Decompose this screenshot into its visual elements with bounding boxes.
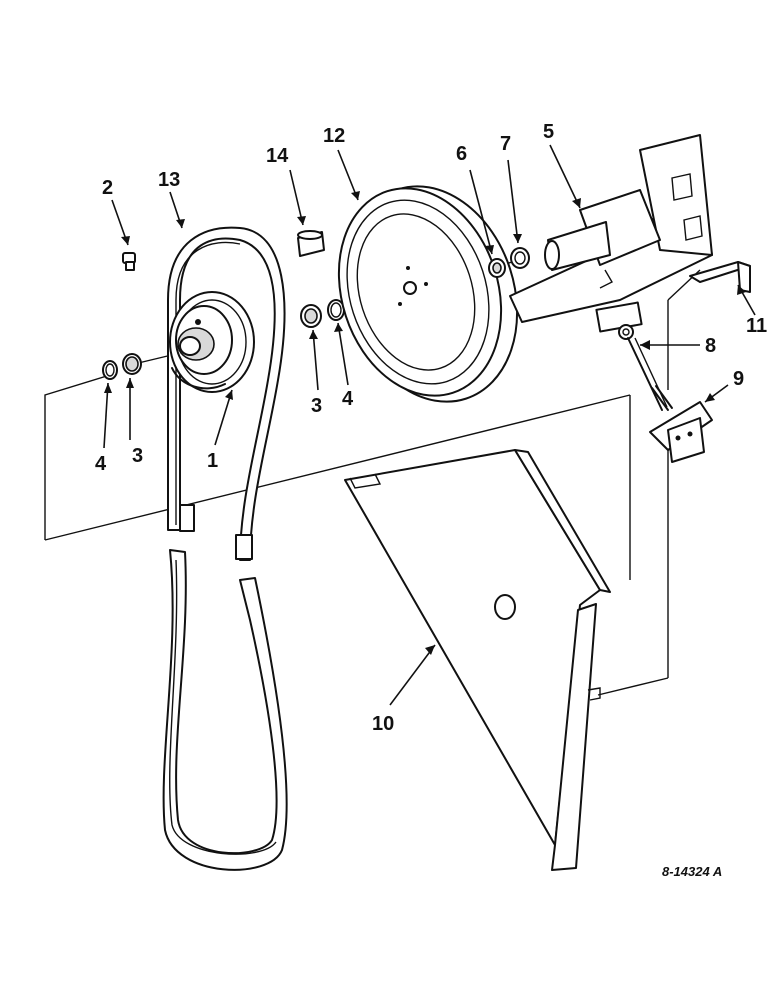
callout-10: 10 [372, 713, 394, 735]
bearing-set-left [102, 353, 142, 380]
callout-14: 14 [266, 145, 289, 167]
callout-12: 12 [323, 125, 345, 147]
callout-7: 7 [500, 133, 511, 155]
washers [488, 247, 530, 278]
callout-4-right: 4 [342, 388, 354, 410]
callout-2: 2 [102, 177, 113, 199]
drive-pulley [169, 291, 255, 393]
spacer-sleeve [297, 230, 325, 257]
callout-4-left: 4 [95, 453, 107, 475]
v-belt [162, 226, 288, 871]
callout-6: 6 [456, 143, 467, 165]
callout-8: 8 [705, 335, 716, 357]
callout-11: 11 [746, 315, 767, 337]
callout-5: 5 [543, 121, 554, 143]
adjusting-bolt [618, 324, 673, 411]
callout-1: 1 [207, 450, 218, 472]
leader-arrows [103, 144, 756, 706]
small-strap [689, 261, 751, 293]
callout-9: 9 [733, 368, 744, 390]
callout-labels: 2 13 14 12 6 7 5 11 8 9 4 3 1 3 4 10 8-1… [95, 121, 767, 879]
callout-13: 13 [158, 169, 180, 191]
mounting-bracket [509, 134, 713, 333]
callout-3-right: 3 [311, 395, 322, 417]
driven-pulley [337, 185, 519, 403]
bearing-set-right [300, 299, 345, 328]
angle-bracket [649, 401, 713, 463]
callout-3-left: 3 [132, 445, 143, 467]
grease-fitting [122, 252, 136, 271]
reference-code: 8-14324 A [662, 864, 722, 879]
belt-shield [344, 449, 611, 871]
